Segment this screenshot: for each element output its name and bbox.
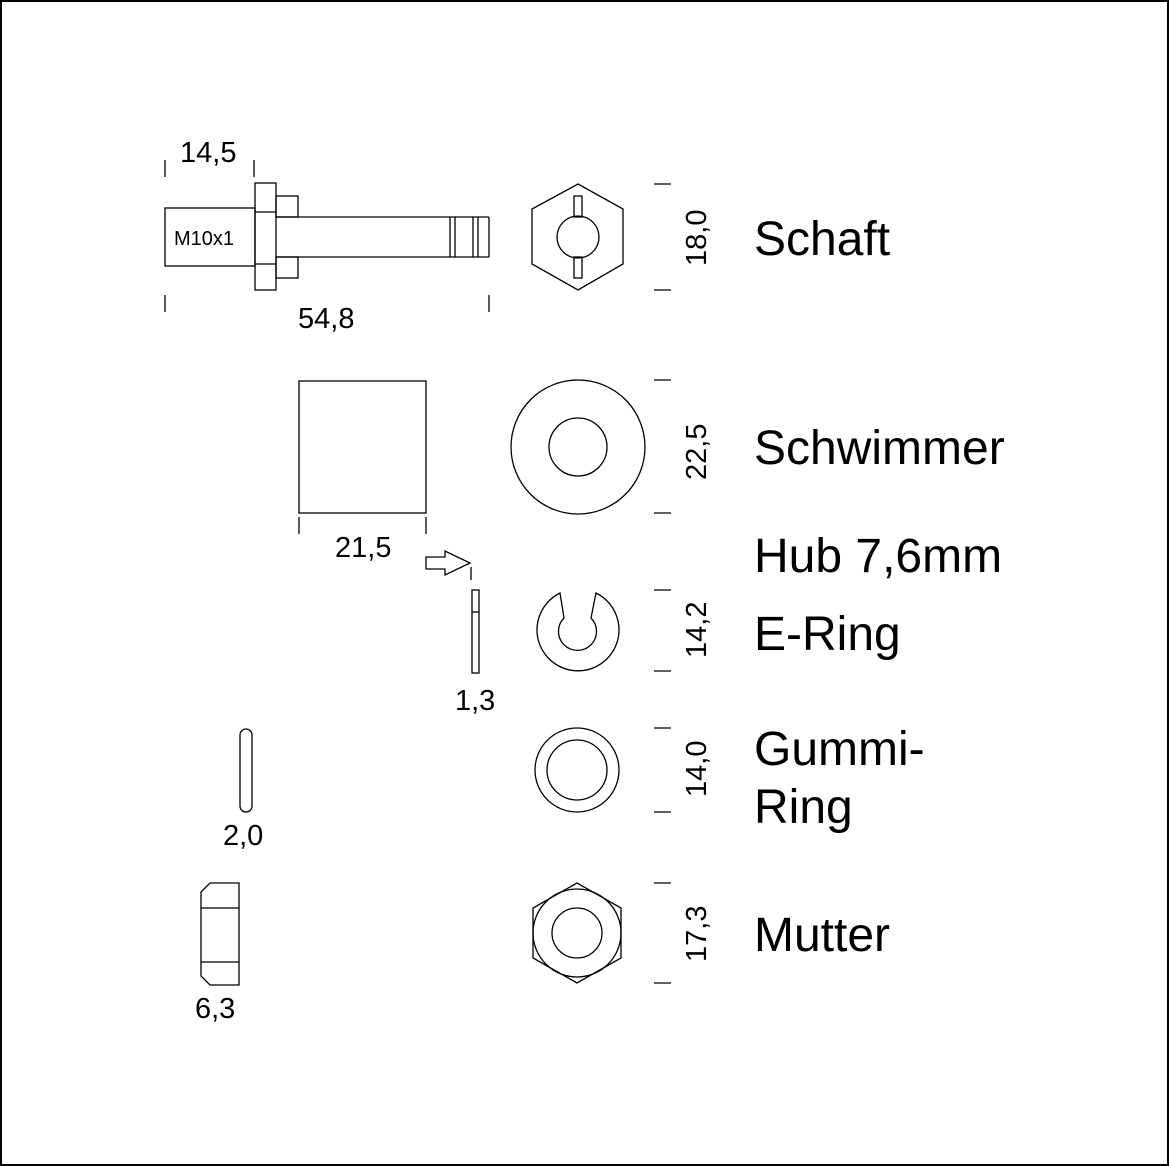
rubber-ring-diameter-dim: 14,0 (681, 741, 713, 797)
rubber-ring-side-view: 2,0 (223, 728, 263, 852)
e-ring-side-rect (471, 589, 480, 674)
shaft-thread-length-dim: 14,5 (180, 137, 236, 169)
rubber-ring-end-view: 14,0 (534, 727, 713, 813)
nut-side-view: 6,3 (195, 882, 240, 1025)
float-side-rect (298, 380, 427, 514)
e-ring-diameter-dim: 14,2 (681, 602, 713, 658)
shaft-end-view: 18,0 (531, 183, 713, 291)
nut-hex-dim: 17,3 (681, 906, 713, 962)
float-end-view: 22,5 (510, 379, 713, 515)
nut-end-view: 17,3 (532, 882, 713, 984)
float-diameter-dim: 22,5 (681, 424, 713, 480)
label-mutter: Mutter (754, 909, 891, 962)
float-width-dim: 21,5 (335, 532, 391, 564)
shaft-total-length-dim: 54,8 (298, 303, 354, 335)
nut-side-outline (200, 882, 240, 986)
label-schaft: Schaft (754, 213, 891, 266)
label-stroke-note: Hub 7,6mm (754, 530, 1003, 583)
shaft-bore-circle (556, 215, 600, 259)
rubber-ring-thickness-dim: 2,0 (223, 820, 263, 852)
nut-bore-circle (551, 907, 603, 959)
e-ring-shape (536, 592, 620, 672)
float-inner-circle (548, 417, 608, 477)
shaft-hex-flange (254, 182, 277, 291)
hex-outline (531, 183, 624, 291)
rubber-ring-side-shape (239, 728, 253, 813)
rubber-ring-outer (534, 727, 620, 813)
float-outer-circle (510, 379, 646, 515)
rubber-ring-inner (546, 739, 608, 801)
label-gummi-ring-line2: Ring (754, 781, 853, 834)
e-ring-thickness-dim: 1,3 (455, 685, 495, 717)
shaft-collar-top (275, 195, 299, 218)
label-schwimmer: Schwimmer (754, 422, 1005, 475)
shaft-collar-bottom (275, 256, 299, 279)
label-e-ring: E-Ring (754, 608, 901, 661)
float-side-view: 21,5 (298, 380, 427, 564)
shaft-hex-dim: 18,0 (681, 210, 713, 266)
nut-thickness-dim: 6,3 (195, 993, 235, 1025)
nut-chamfer-circle (532, 888, 622, 978)
label-gummi-ring-line1: Gummi- (754, 723, 925, 776)
shaft-side-view: 14,5 M10x1 54,8 (164, 137, 490, 335)
shaft-thread-label: M10x1 (174, 228, 234, 250)
arrow-icon (425, 549, 472, 580)
e-ring-end-view: 14,2 (536, 589, 713, 672)
e-ring-side-view: 1,3 (455, 589, 495, 717)
nut-hex-outline (532, 882, 622, 984)
